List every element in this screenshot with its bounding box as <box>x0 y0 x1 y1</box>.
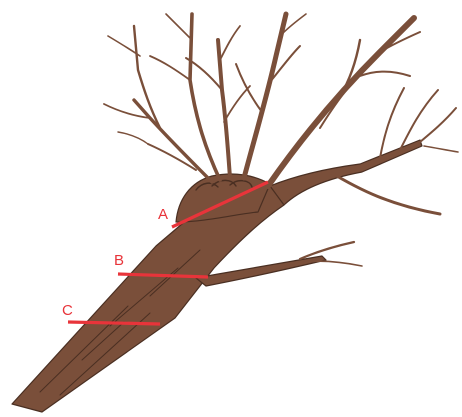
main-trunk <box>12 185 284 412</box>
cut-label-b: B <box>114 252 124 269</box>
tree-branch-illustration <box>12 14 458 412</box>
side-twig-lower-1 <box>300 242 354 259</box>
right-branch-tip-2 <box>424 146 458 152</box>
cut-label-a: A <box>158 206 168 223</box>
cut-label-c: C <box>62 302 73 319</box>
right-branch-lower-twig <box>330 172 440 214</box>
left-twig-5 <box>118 132 148 144</box>
left-limb <box>134 100 212 182</box>
cut-line-c <box>68 322 160 324</box>
right-branch-tip-1 <box>420 108 456 142</box>
upper-right-limb <box>268 18 414 186</box>
upright-twig-1b <box>220 26 240 60</box>
upright-limb-2 <box>190 14 220 180</box>
upright-twig-1c <box>224 86 250 122</box>
upper-right-twig-3 <box>360 72 410 77</box>
upper-right-twig-4 <box>320 88 348 128</box>
upright-twig-2a <box>150 56 190 80</box>
upright-twig-2b <box>166 14 192 40</box>
